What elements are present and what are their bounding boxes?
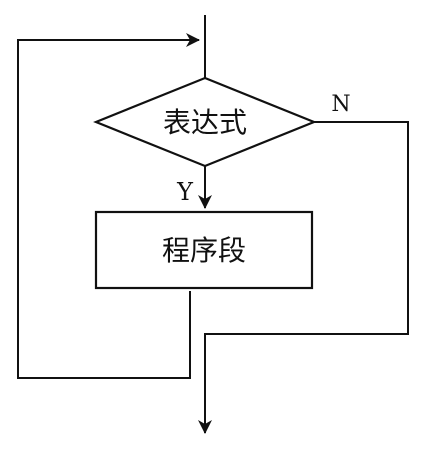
process-box <box>94 210 314 290</box>
loop-back-path <box>17 33 200 379</box>
decision-label: 表达式 <box>163 106 247 139</box>
no-branch-path <box>198 121 409 434</box>
yes-label: Y <box>176 178 194 206</box>
process-label: 程序段 <box>162 234 246 267</box>
no-label: N <box>331 92 350 117</box>
